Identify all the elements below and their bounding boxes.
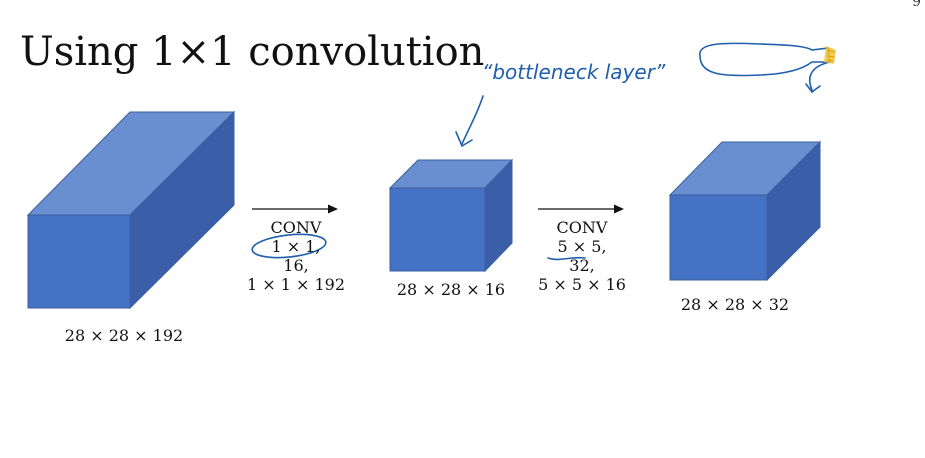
output-volume-label: 28 × 28 × 32: [680, 295, 790, 314]
output-volume-front: [669, 194, 768, 281]
conv1-filter-size: 1 × 1,: [271, 237, 321, 256]
conv1-filter-count: 16,: [283, 256, 309, 275]
circle-1x1-annotation: [251, 233, 327, 259]
arrow-to-bottleneck-annotation: [461, 95, 484, 145]
bottleneck-layer-annotation: “bottleneck layer”: [482, 60, 666, 84]
bottleneck-volume-front: [389, 187, 486, 272]
arrow-to-bottleneck-head: [455, 131, 473, 148]
conv2-filter-size: 5 × 5,: [557, 237, 607, 256]
bottle-curve: [808, 61, 831, 91]
underline-5x5-annotation: [547, 256, 586, 261]
conv2-block: CONV 5 × 5, 32, 5 × 5 × 16: [528, 218, 636, 294]
arrow-conv2: [538, 204, 624, 214]
slide-title: Using 1×1 convolution: [20, 29, 485, 75]
output-volume: [668, 140, 822, 282]
bottle-neck-highlight: [824, 46, 836, 64]
conv2-label: CONV: [556, 218, 608, 237]
bottle-drawing: [699, 42, 831, 77]
conv1-label: CONV: [270, 218, 322, 237]
conv2-filter-shape: 5 × 5 × 16: [538, 275, 626, 294]
conv1-filter-shape: 1 × 1 × 192: [246, 275, 346, 294]
bottleneck-volume: [388, 158, 514, 273]
bottle-small-arrow: [805, 83, 821, 94]
bottleneck-volume-label: 28 × 28 × 16: [396, 280, 506, 299]
conv1-block: CONV 1 × 1, 16, 1 × 1 × 192: [244, 218, 348, 294]
input-volume-front: [27, 214, 131, 309]
input-volume: [26, 110, 236, 310]
input-volume-label: 28 × 28 × 192: [64, 326, 184, 345]
arrow-conv1: [252, 204, 338, 214]
page-number: 9: [912, 0, 921, 10]
conv2-filter-count: 32,: [569, 256, 595, 275]
